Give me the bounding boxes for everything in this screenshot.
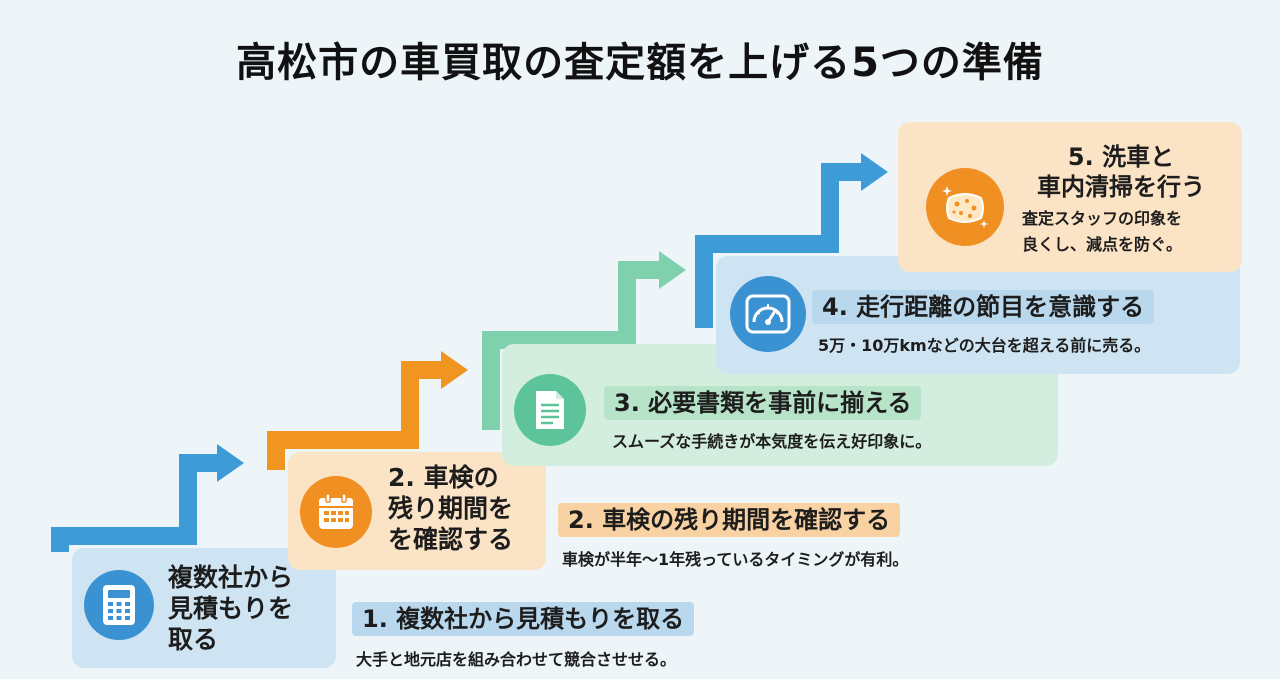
arrow-step-2 bbox=[267, 361, 442, 470]
step-3-icon-circle bbox=[514, 374, 586, 446]
step-4-description: 5万・10万kmなどの大台を超える前に売る。 bbox=[818, 336, 1151, 355]
arrow-head-1 bbox=[217, 444, 244, 482]
step-2-heading: 2. 車検の残り期間を確認する bbox=[558, 503, 901, 537]
step-2-description: 車検が半年〜1年残っているタイミングが有利。 bbox=[562, 550, 909, 569]
step-2-tile-label: 2. 車検の 残り期間を を確認する bbox=[388, 463, 514, 554]
step-5-icon-circle bbox=[926, 168, 1004, 246]
sponge-icon bbox=[942, 186, 988, 228]
arrow-head-4 bbox=[861, 153, 888, 191]
step-1-icon-circle bbox=[84, 570, 154, 640]
sparkle-icon bbox=[942, 186, 952, 196]
step-4-heading: 4. 走行距離の節目を意識する bbox=[812, 290, 1155, 324]
arrow-step-1 bbox=[51, 454, 218, 552]
step-4-icon-circle bbox=[730, 276, 806, 352]
step-1-description: 大手と地元店を組み合わせて競合させせる。 bbox=[356, 650, 677, 669]
arrow-step-3 bbox=[482, 261, 660, 430]
calculator-icon bbox=[103, 585, 135, 625]
step-5-heading: 5. 洗車と 車内清掃を行う bbox=[1037, 143, 1205, 201]
step-3-heading: 3. 必要書類を事前に揃える bbox=[604, 386, 922, 420]
arrow-head-2 bbox=[441, 351, 468, 389]
page-title: 高松市の車買取の査定額を上げる5つの準備 bbox=[236, 40, 1044, 86]
step-1-tile-label: 複数社から 見積もりを 取る bbox=[168, 563, 294, 654]
arrow-step-4 bbox=[695, 163, 862, 328]
arrow-head-3 bbox=[659, 251, 686, 289]
step-1-heading: 1. 複数社から見積もりを取る bbox=[352, 602, 695, 636]
calendar-icon bbox=[319, 493, 353, 529]
speedometer-icon bbox=[745, 294, 791, 334]
step-2-icon-circle bbox=[300, 476, 372, 548]
step-3-description: スムーズな手続きが本気度を伝え好印象に。 bbox=[612, 432, 932, 451]
step-5-description: 査定スタッフの印象を 良くし、減点を防ぐ。 bbox=[1022, 209, 1183, 254]
document-icon bbox=[536, 391, 564, 429]
